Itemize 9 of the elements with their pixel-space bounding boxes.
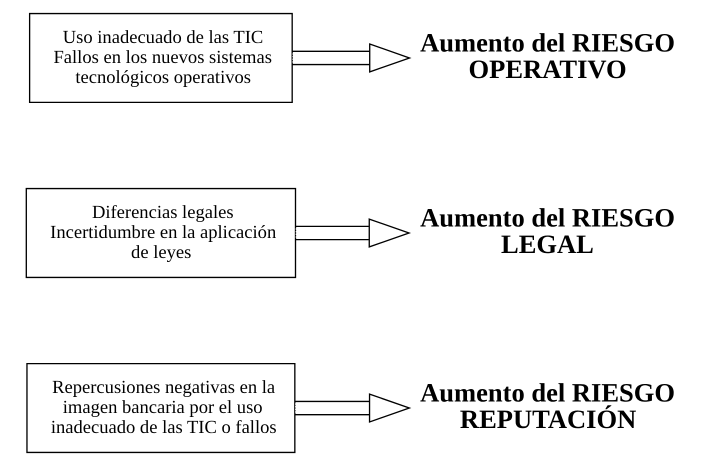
node-text: Aumento del RIESGO OPERATIVO [420, 27, 675, 84]
node-box: Diferencias legales Incertidumbre en la aplicación de leyes [25, 188, 296, 278]
arrow [295, 218, 411, 248]
arrow [294, 393, 411, 423]
arrow [292, 43, 412, 73]
node-box: Repercusiones negativas en la imagen bancaria por el uso inadecuado de las TIC o fallos [26, 362, 295, 454]
node-text: Aumento del RIESGO REPUTACIÓN [420, 377, 675, 434]
node-box: Uso inadecuado de las TIC Fallos en los nuevos sistemas tecnológicos operativos [28, 12, 292, 104]
node-text: Aumento del RIESGO LEGAL [420, 202, 675, 259]
